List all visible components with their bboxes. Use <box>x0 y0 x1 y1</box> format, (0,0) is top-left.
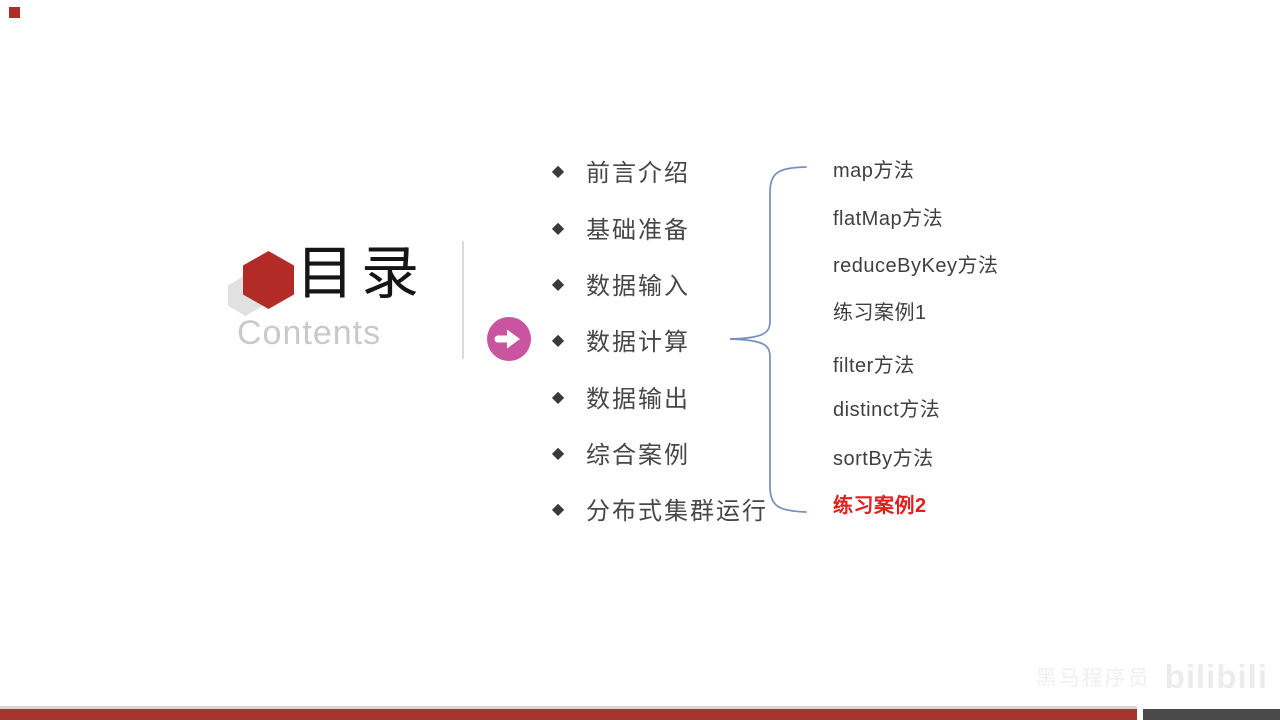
toc-item: ◆ 前言介绍 <box>530 153 690 187</box>
footer-accent-line <box>0 706 1137 709</box>
toc-item-label: 前言介绍 <box>586 160 690 187</box>
submenu-item-label: sortBy方法 <box>833 447 934 470</box>
diamond-bullet-icon: ◆ <box>551 160 565 180</box>
toc-item-active: ◆ 数据计算 <box>530 322 690 356</box>
submenu-item-label: distinct方法 <box>833 398 941 421</box>
vertical-divider <box>462 241 464 359</box>
toc-item: ◆ 综合案例 <box>530 435 690 469</box>
diamond-bullet-icon: ◆ <box>551 217 565 237</box>
submenu-item: distinct方法 <box>833 394 941 421</box>
toc-item: ◆ 基础准备 <box>530 210 690 244</box>
submenu-item: 练习案例1 <box>833 297 927 324</box>
toc-item: ◆ 数据输出 <box>530 379 690 413</box>
submenu-item-label: 练习案例1 <box>833 301 927 324</box>
submenu-item-label: flatMap方法 <box>833 207 944 230</box>
toc-item-label: 综合案例 <box>586 442 690 469</box>
diamond-bullet-icon: ◆ <box>551 386 565 406</box>
page-subtitle: Contents <box>237 314 382 352</box>
watermark: 黑马程序员 bilibili <box>1036 658 1268 696</box>
toc-item-label: 基础准备 <box>586 217 690 244</box>
diamond-bullet-icon: ◆ <box>551 273 565 293</box>
submenu-item: reduceByKey方法 <box>833 250 999 277</box>
submenu-item: map方法 <box>833 155 915 182</box>
active-item-arrow-icon <box>487 317 531 361</box>
toc-item: ◆ 分布式集群运行 <box>530 491 768 525</box>
watermark-uploader-text: 黑马程序员 <box>1035 667 1151 690</box>
toc-item: ◆ 数据输入 <box>530 266 690 300</box>
diamond-bullet-icon: ◆ <box>551 442 565 462</box>
submenu-item-label: 练习案例2 <box>833 494 927 517</box>
toc-item-label: 数据输入 <box>586 273 690 300</box>
bilibili-logo: bilibili <box>1164 658 1268 695</box>
toc-item-label: 数据计算 <box>586 329 690 356</box>
submenu-item: filter方法 <box>833 350 915 377</box>
submenu-item-highlighted: 练习案例2 <box>833 490 927 517</box>
diamond-bullet-icon: ◆ <box>551 498 565 518</box>
curly-brace <box>720 155 815 520</box>
diamond-bullet-icon: ◆ <box>551 329 565 349</box>
footer-gray-bar <box>1143 709 1280 720</box>
footer-red-bar <box>0 709 1137 720</box>
submenu-item-label: reduceByKey方法 <box>833 254 999 277</box>
submenu-item: sortBy方法 <box>833 443 934 470</box>
submenu-item-label: filter方法 <box>833 354 915 377</box>
toc-item-label: 分布式集群运行 <box>586 498 768 525</box>
submenu-item-label: map方法 <box>833 159 915 182</box>
submenu-item: flatMap方法 <box>833 203 944 230</box>
toc-item-label: 数据输出 <box>586 386 690 413</box>
corner-square-decoration <box>9 7 20 18</box>
page-title: 目录 <box>296 241 427 306</box>
